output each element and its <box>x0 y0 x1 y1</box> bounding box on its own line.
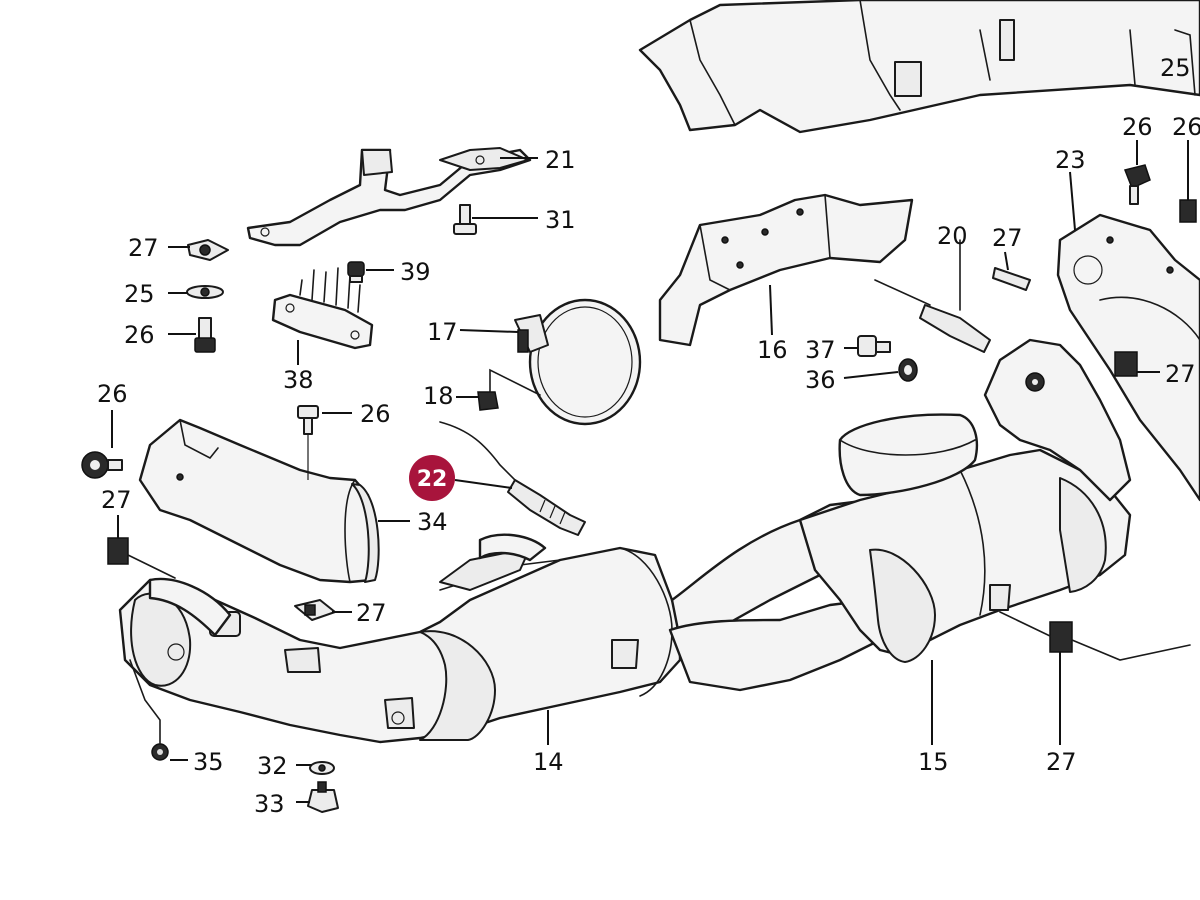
highlight-badge[interactable] <box>409 455 455 501</box>
highlighted-callout-22[interactable]: 22 <box>409 455 455 501</box>
callout-36: 36 <box>805 366 836 394</box>
flange-35 <box>129 577 232 761</box>
clip-27-middle <box>294 599 336 621</box>
clip-27-left <box>107 537 129 565</box>
bolt-26-right-b <box>1179 199 1197 223</box>
washer-36 <box>898 358 918 382</box>
callout-38: 38 <box>283 366 314 394</box>
clip-27-left-line <box>127 554 176 579</box>
clip-27-lower-right-line2 <box>1071 639 1191 661</box>
callout-27: 27 <box>1165 360 1196 388</box>
callout-34: 34 <box>417 508 448 536</box>
callout-26: 26 <box>97 380 128 408</box>
callout-27: 27 <box>1046 748 1077 776</box>
callout-27: 27 <box>128 234 159 262</box>
clip-27-lower-right-line <box>999 611 1051 637</box>
nut-26-left <box>81 451 123 479</box>
catalytic-converter-14 <box>118 533 682 744</box>
heat-shield-34 <box>138 418 380 584</box>
heat-shield-16 <box>658 193 914 347</box>
callout-14: 14 <box>533 748 564 776</box>
nut-39 <box>347 261 365 283</box>
callout-27: 27 <box>356 599 387 627</box>
callout-26: 26 <box>1122 113 1153 141</box>
muffler-15 <box>798 413 1132 663</box>
clip-27-lower-right <box>1049 621 1073 653</box>
leader-lines <box>111 140 1189 803</box>
callout-27: 27 <box>101 486 132 514</box>
callout-37: 37 <box>805 336 836 364</box>
manifold-joint <box>983 338 1132 502</box>
callout-27: 27 <box>992 224 1023 252</box>
callout-15: 15 <box>918 748 949 776</box>
callout-32: 32 <box>257 752 288 780</box>
callout-labels: 21 31 39 38 27 25 26 17 18 26 26 27 34 2… <box>97 54 1200 818</box>
bolt-37 <box>857 335 891 357</box>
nut-32 <box>309 761 335 775</box>
callout-33: 33 <box>254 790 285 818</box>
callout-23: 23 <box>1055 146 1086 174</box>
bracket-21 <box>246 147 532 247</box>
callout-26: 26 <box>360 400 391 428</box>
bolt-26-upper <box>297 405 319 480</box>
bolt-31 <box>453 204 477 235</box>
callout-31: 31 <box>545 206 576 234</box>
upper-heat-shield <box>638 0 1200 134</box>
clamp-17 <box>514 298 642 426</box>
callout-21: 21 <box>545 146 576 174</box>
callout-16: 16 <box>757 336 788 364</box>
callout-17: 17 <box>427 318 458 346</box>
callout-26: 26 <box>1172 113 1200 141</box>
callout-26: 26 <box>124 321 155 349</box>
callout-18: 18 <box>423 382 454 410</box>
oxygen-sensor-22 <box>439 421 586 536</box>
clip-27-far-right <box>1114 351 1138 377</box>
clip-18 <box>477 368 541 411</box>
fastener-stack-left <box>186 239 229 353</box>
callout-35: 35 <box>193 748 224 776</box>
callout-22-label: 22 <box>417 467 448 492</box>
bolt-33 <box>307 781 339 813</box>
bolt-26-right-a <box>1123 164 1151 205</box>
sensor-20 <box>874 239 991 353</box>
callout-25: 25 <box>124 280 155 308</box>
callout-20: 20 <box>937 222 968 250</box>
heat-sink-38 <box>271 267 374 350</box>
callout-39: 39 <box>400 258 431 286</box>
leader-22 <box>454 479 513 489</box>
callout-25: 25 <box>1160 54 1191 82</box>
stud-27-right <box>992 267 1031 291</box>
